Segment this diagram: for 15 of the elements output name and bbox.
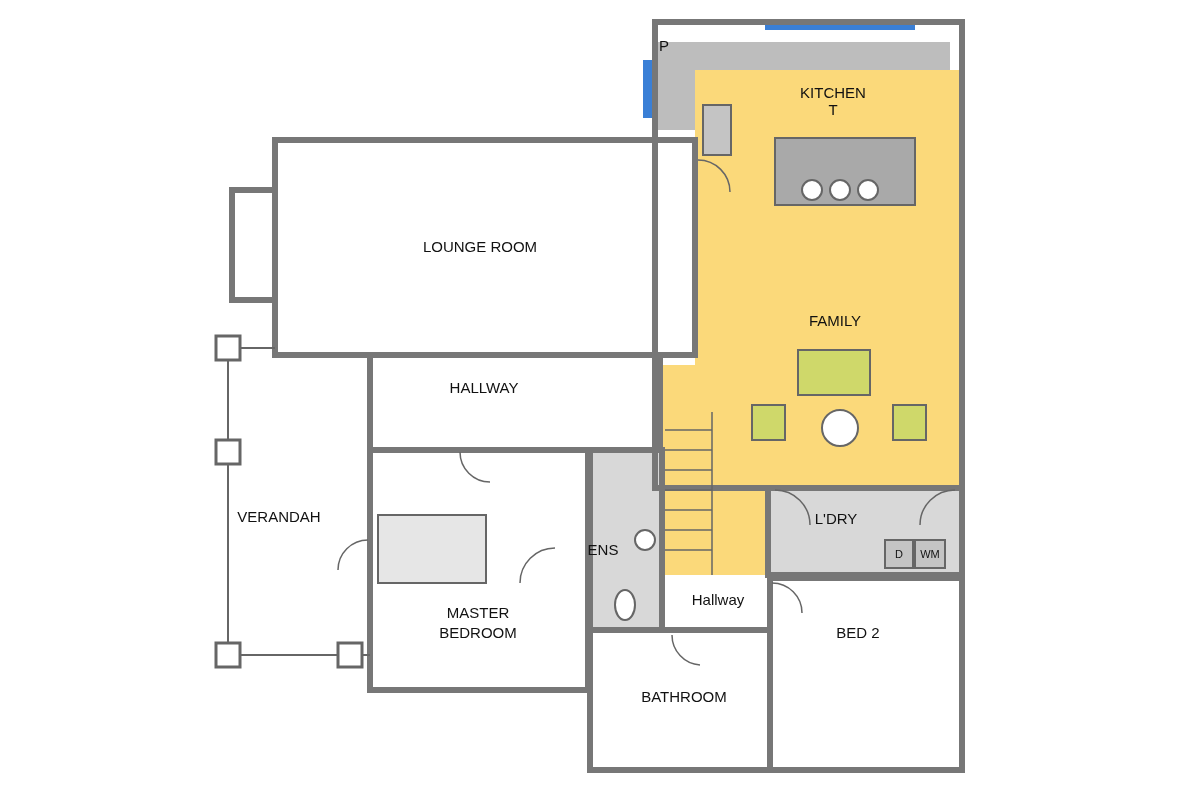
room-label: T xyxy=(828,100,838,120)
room-label: MASTER BEDROOM xyxy=(438,602,518,642)
room-label: VERANDAH xyxy=(237,507,321,527)
room-label: HALLWAY xyxy=(449,378,519,398)
room-label: BATHROOM xyxy=(641,687,727,707)
room-label: L'DRY xyxy=(814,509,858,529)
room-label: ENS xyxy=(587,540,619,560)
room-label: KITCHEN xyxy=(800,83,866,103)
room-label: Hallway xyxy=(691,590,745,610)
room-label: P xyxy=(659,36,669,56)
appliance-label: D xyxy=(895,546,903,562)
room-label: LOUNGE ROOM xyxy=(422,237,538,257)
room-label: BED 2 xyxy=(836,623,880,643)
appliance-label: WM xyxy=(920,546,940,562)
room-label: FAMILY xyxy=(808,311,862,331)
